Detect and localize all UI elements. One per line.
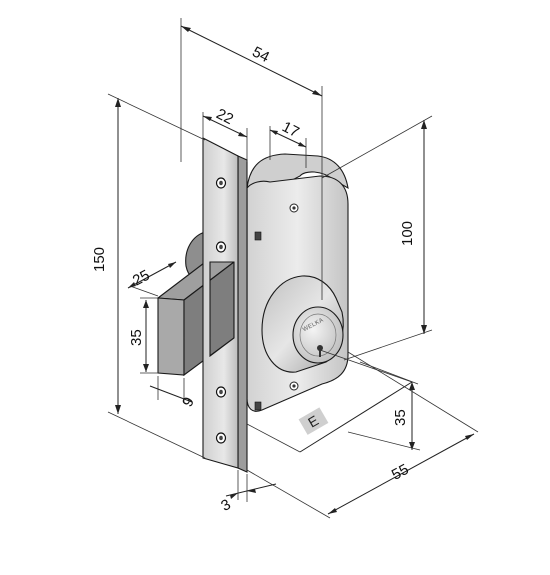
dim-100: 100 xyxy=(399,221,416,246)
faceplate xyxy=(202,137,248,473)
cylinder: WELKA xyxy=(261,275,344,373)
dim-150: 150 xyxy=(91,247,108,272)
faceplate-front xyxy=(202,137,239,469)
cylinder-face xyxy=(292,306,344,364)
axis-marker-e: E xyxy=(298,407,329,435)
dim-25: 25 xyxy=(130,267,153,290)
dim-3: 3 xyxy=(218,496,233,515)
case-slot-upper xyxy=(254,231,262,241)
dim-22: 22 xyxy=(213,105,236,128)
dim-17: 17 xyxy=(279,118,302,141)
case-slot-lower xyxy=(254,401,262,411)
dim-9: 9 xyxy=(179,394,198,409)
dim-35-bolt: 35 xyxy=(128,329,145,346)
faceplate-edge xyxy=(237,155,248,473)
dimension-lines xyxy=(107,18,479,519)
dim-54: 54 xyxy=(249,43,272,66)
dim-35-depth: 35 xyxy=(392,409,409,426)
faceplate-screw-holes xyxy=(215,177,227,444)
dim-55: 55 xyxy=(389,461,412,484)
bolt-front-face xyxy=(157,297,185,376)
